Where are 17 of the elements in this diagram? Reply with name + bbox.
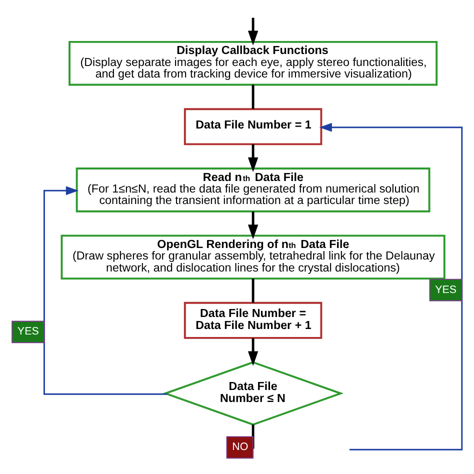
connector bbox=[252, 424, 254, 448]
arrow bbox=[248, 144, 258, 172]
node-diamond: Data File Number ≤ N bbox=[162, 360, 344, 426]
arrow bbox=[43, 186, 168, 394]
connector bbox=[252, 278, 254, 302]
edge-label: YES bbox=[17, 325, 39, 338]
node-box: OpenGL Rendering of nth Data File (Draw spheres for granular assembly, tetrahedral link for the Delaunay network, and dislocation lines for the crystal dislocations) bbox=[60, 234, 446, 280]
node-box: Data File Number = Data File Number + 1 bbox=[184, 301, 322, 338]
arrow bbox=[248, 211, 258, 239]
edge-label: NO bbox=[232, 440, 248, 453]
arrow bbox=[248, 17, 258, 45]
node-box: Display Callback Functions (Display separate images for each eye, apply stereo functionalities, and get data from tracking device for immersive visualization) bbox=[68, 40, 438, 86]
arrow bbox=[248, 338, 258, 366]
connector bbox=[252, 84, 254, 109]
edge-label: YES bbox=[435, 283, 457, 296]
node-box: Data File Number = 1 bbox=[184, 108, 322, 145]
node-box: Read nth Data File (For 1≤n≤N, read the data file generated from numerical solution containing the transient information at a particular time step) bbox=[76, 167, 430, 212]
